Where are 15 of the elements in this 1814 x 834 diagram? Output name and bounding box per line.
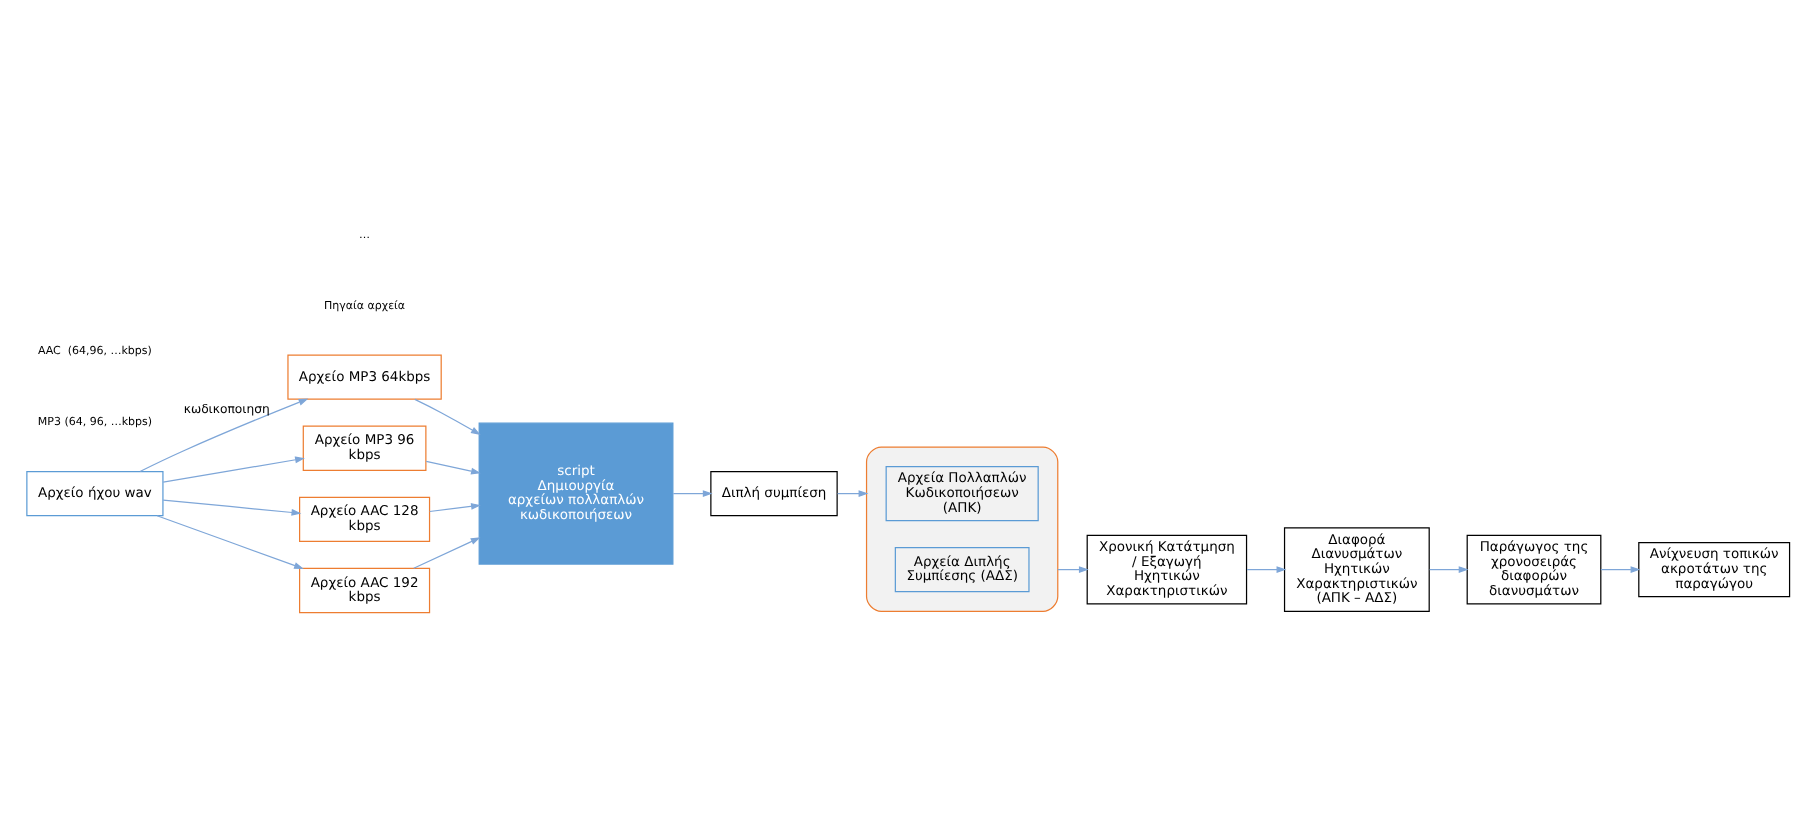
cluster — [865, 446, 1059, 612]
arrow — [1057, 566, 1089, 574]
arrow — [162, 456, 305, 483]
arrow — [1429, 566, 1469, 574]
arrow — [672, 490, 713, 498]
arrow — [414, 398, 481, 435]
arrow — [162, 499, 302, 516]
arrow — [156, 515, 304, 569]
arrow — [836, 490, 869, 498]
arrow — [1246, 566, 1287, 574]
arrow — [425, 460, 481, 475]
arrow — [429, 502, 481, 513]
arrow — [413, 537, 481, 569]
arrow — [1600, 566, 1641, 574]
arrow — [139, 398, 309, 473]
